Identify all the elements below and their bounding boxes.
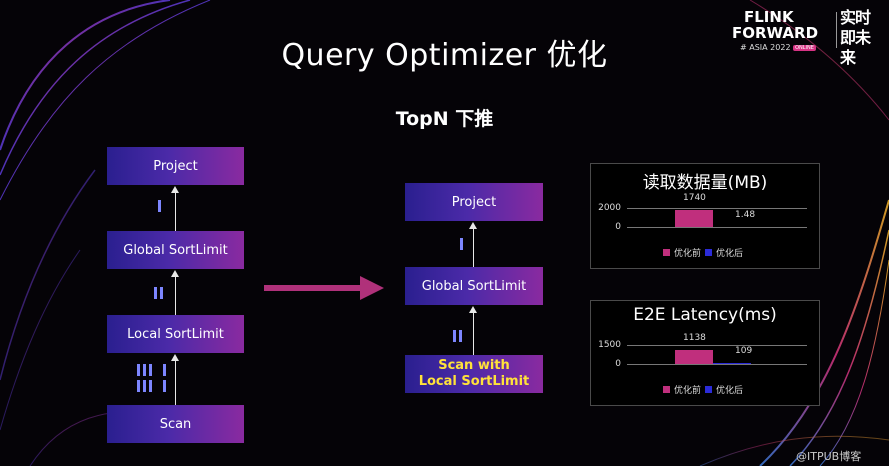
bar-before <box>675 350 713 364</box>
gridline-zero <box>627 227 807 228</box>
y-tick-0: 0 <box>615 222 621 232</box>
legend-swatch-before <box>663 386 670 393</box>
right-node-global-sortlimit: Global SortLimit <box>405 267 543 305</box>
right-arrowhead-1 <box>469 222 477 229</box>
left-edge-3 <box>175 360 176 405</box>
legend-after: 优化后 <box>716 249 744 259</box>
left-arrowhead-2 <box>171 270 179 277</box>
right-arrowhead-2 <box>469 306 477 313</box>
legend-swatch-after <box>705 249 713 256</box>
legend-swatch-after <box>705 386 713 393</box>
data-label-before: 1740 <box>683 193 706 203</box>
slide-subtitle: TopN 下推 <box>395 108 494 130</box>
data-label-after: 1.48 <box>735 210 756 220</box>
logo-chinese-slogan: 实时即未来 <box>840 8 871 67</box>
left-node-project: Project <box>107 147 244 185</box>
parallelism-bars-4 <box>137 364 166 392</box>
legend-swatch-before <box>663 249 670 256</box>
watermark: @ITPUB博客 <box>796 450 862 463</box>
left-edge-2 <box>175 276 176 315</box>
online-badge: ONLINE <box>793 44 816 51</box>
transform-arrow-icon <box>264 276 384 300</box>
gridline-top <box>627 345 807 346</box>
legend-before: 优化前 <box>674 249 702 259</box>
right-edge-1 <box>473 228 474 267</box>
right-node-project: Project <box>405 183 543 221</box>
left-node-local-sortlimit: Local SortLimit <box>107 315 244 353</box>
slide-title: Query Optimizer 优化 <box>281 38 608 73</box>
left-arrowhead-1 <box>171 186 179 193</box>
right-parallelism-bars-2 <box>453 330 462 342</box>
left-edge-1 <box>175 192 176 231</box>
right-edge-2 <box>473 312 474 355</box>
logo-divider <box>836 12 837 48</box>
logo-line3: # ASIA 2022 ONLINE <box>740 43 816 52</box>
data-label-before: 1138 <box>683 333 706 343</box>
chart-legend: 优化前 优化后 <box>663 383 743 396</box>
logo-line1: FLINK <box>744 8 794 26</box>
left-node-global-sortlimit: Global SortLimit <box>107 231 244 269</box>
chart-panel-read-volume: 读取数据量(MB) 2000 0 1740 1.48 优化前 优化后 <box>590 163 820 269</box>
data-label-after: 109 <box>735 346 753 356</box>
parallelism-bars-1 <box>158 200 161 212</box>
right-parallelism-bars-1 <box>460 238 463 250</box>
gridline-top <box>627 208 807 209</box>
y-tick-2000: 2000 <box>598 203 621 213</box>
y-tick-1500: 1500 <box>598 340 621 350</box>
chart-legend: 优化前 优化后 <box>663 246 743 259</box>
legend-after: 优化后 <box>716 386 744 396</box>
right-node-scan-with-local-sortlimit: Scan with Local SortLimit <box>405 355 543 393</box>
left-node-scan: Scan <box>107 405 244 443</box>
bar-before <box>675 210 713 227</box>
chart-panel-latency: E2E Latency(ms) 1500 0 1138 109 优化前 优化后 <box>590 300 820 406</box>
parallelism-bars-2 <box>154 287 163 299</box>
logo-line2: FORWARD <box>732 24 819 42</box>
gridline-zero <box>627 364 807 365</box>
y-tick-0: 0 <box>615 359 621 369</box>
left-arrowhead-3 <box>171 354 179 361</box>
chart-title: 读取数据量(MB) <box>642 173 768 193</box>
bar-after <box>713 363 751 364</box>
chart-title: E2E Latency(ms) <box>633 305 777 325</box>
legend-before: 优化前 <box>674 386 702 396</box>
flink-forward-logo: FLINK FORWARD # ASIA 2022 ONLINE <box>726 6 838 52</box>
